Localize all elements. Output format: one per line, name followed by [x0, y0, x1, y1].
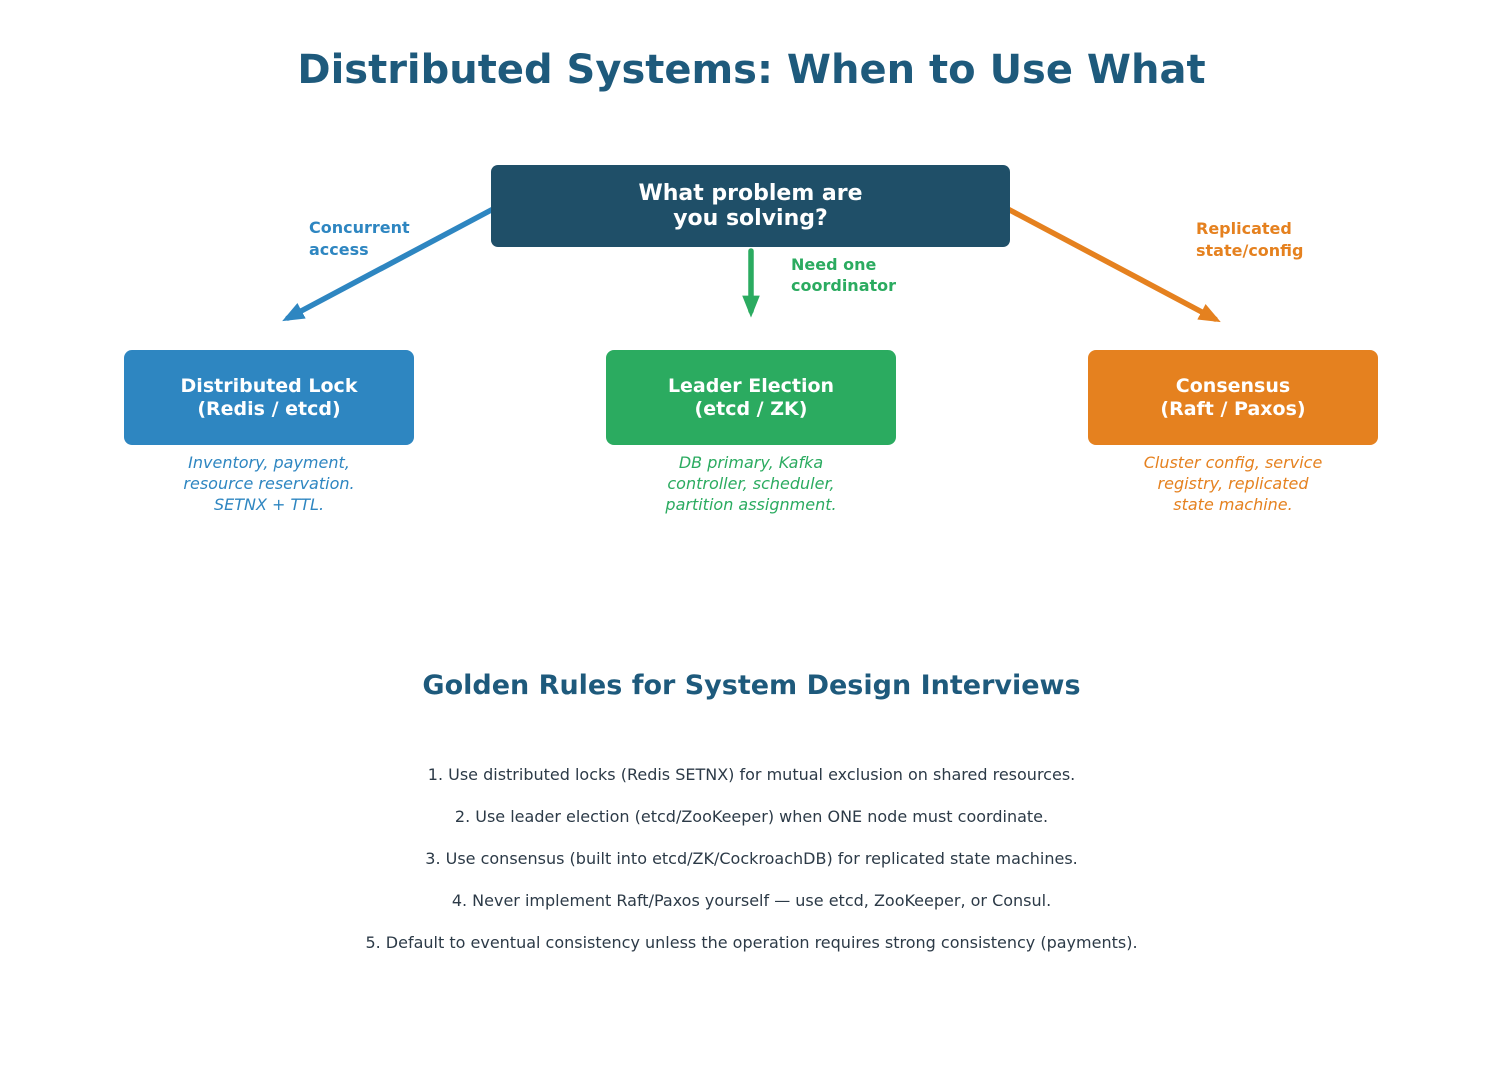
branch-label-need-one-coordinator: Need one coordinator	[791, 255, 897, 295]
node-distributed-lock-box: Distributed Lock (Redis / etcd)	[124, 350, 414, 445]
branch-label-concurrent-access: Concurrent access	[309, 218, 410, 259]
rule-item-3: 3. Use consensus (built into etcd/ZK/Coc…	[425, 849, 1078, 868]
rule-item-5: 5. Default to eventual consistency unles…	[365, 933, 1138, 952]
node-consensus: Consensus (Raft / Paxos) Cluster config,…	[1088, 350, 1378, 515]
node-leader-election: Leader Election (etcd / ZK) DB primary, …	[606, 350, 896, 515]
node-consensus-box: Consensus (Raft / Paxos)	[1088, 350, 1378, 445]
rule-item-4: 4. Never implement Raft/Paxos yourself —…	[451, 891, 1052, 910]
rules-heading: Golden Rules for System Design Interview…	[422, 670, 1081, 701]
branch-label-replicated-state-config: Replicated state/config	[1196, 219, 1304, 260]
decision-node: What problem are you solving?	[491, 165, 1010, 247]
rule-item-1: 1. Use distributed locks (Redis SETNX) f…	[427, 765, 1076, 784]
node-leader-election-caption: DB primary, Kafka controller, scheduler,…	[665, 453, 837, 514]
node-distributed-lock: Distributed Lock (Redis / etcd) Inventor…	[124, 350, 414, 515]
node-leader-election-box: Leader Election (etcd / ZK)	[606, 350, 896, 445]
branch-arrow-replicated-state	[1003, 205, 1221, 323]
rule-item-2: 2. Use leader election (etcd/ZooKeeper) …	[454, 807, 1049, 826]
node-distributed-lock-caption: Inventory, payment, resource reservation…	[183, 453, 355, 514]
page-title: Distributed Systems: When to Use What	[297, 47, 1206, 93]
rules-list: 1. Use distributed locks (Redis SETNX) f…	[0, 765, 1503, 953]
node-consensus-caption: Cluster config, service registry, replic…	[1143, 453, 1323, 514]
